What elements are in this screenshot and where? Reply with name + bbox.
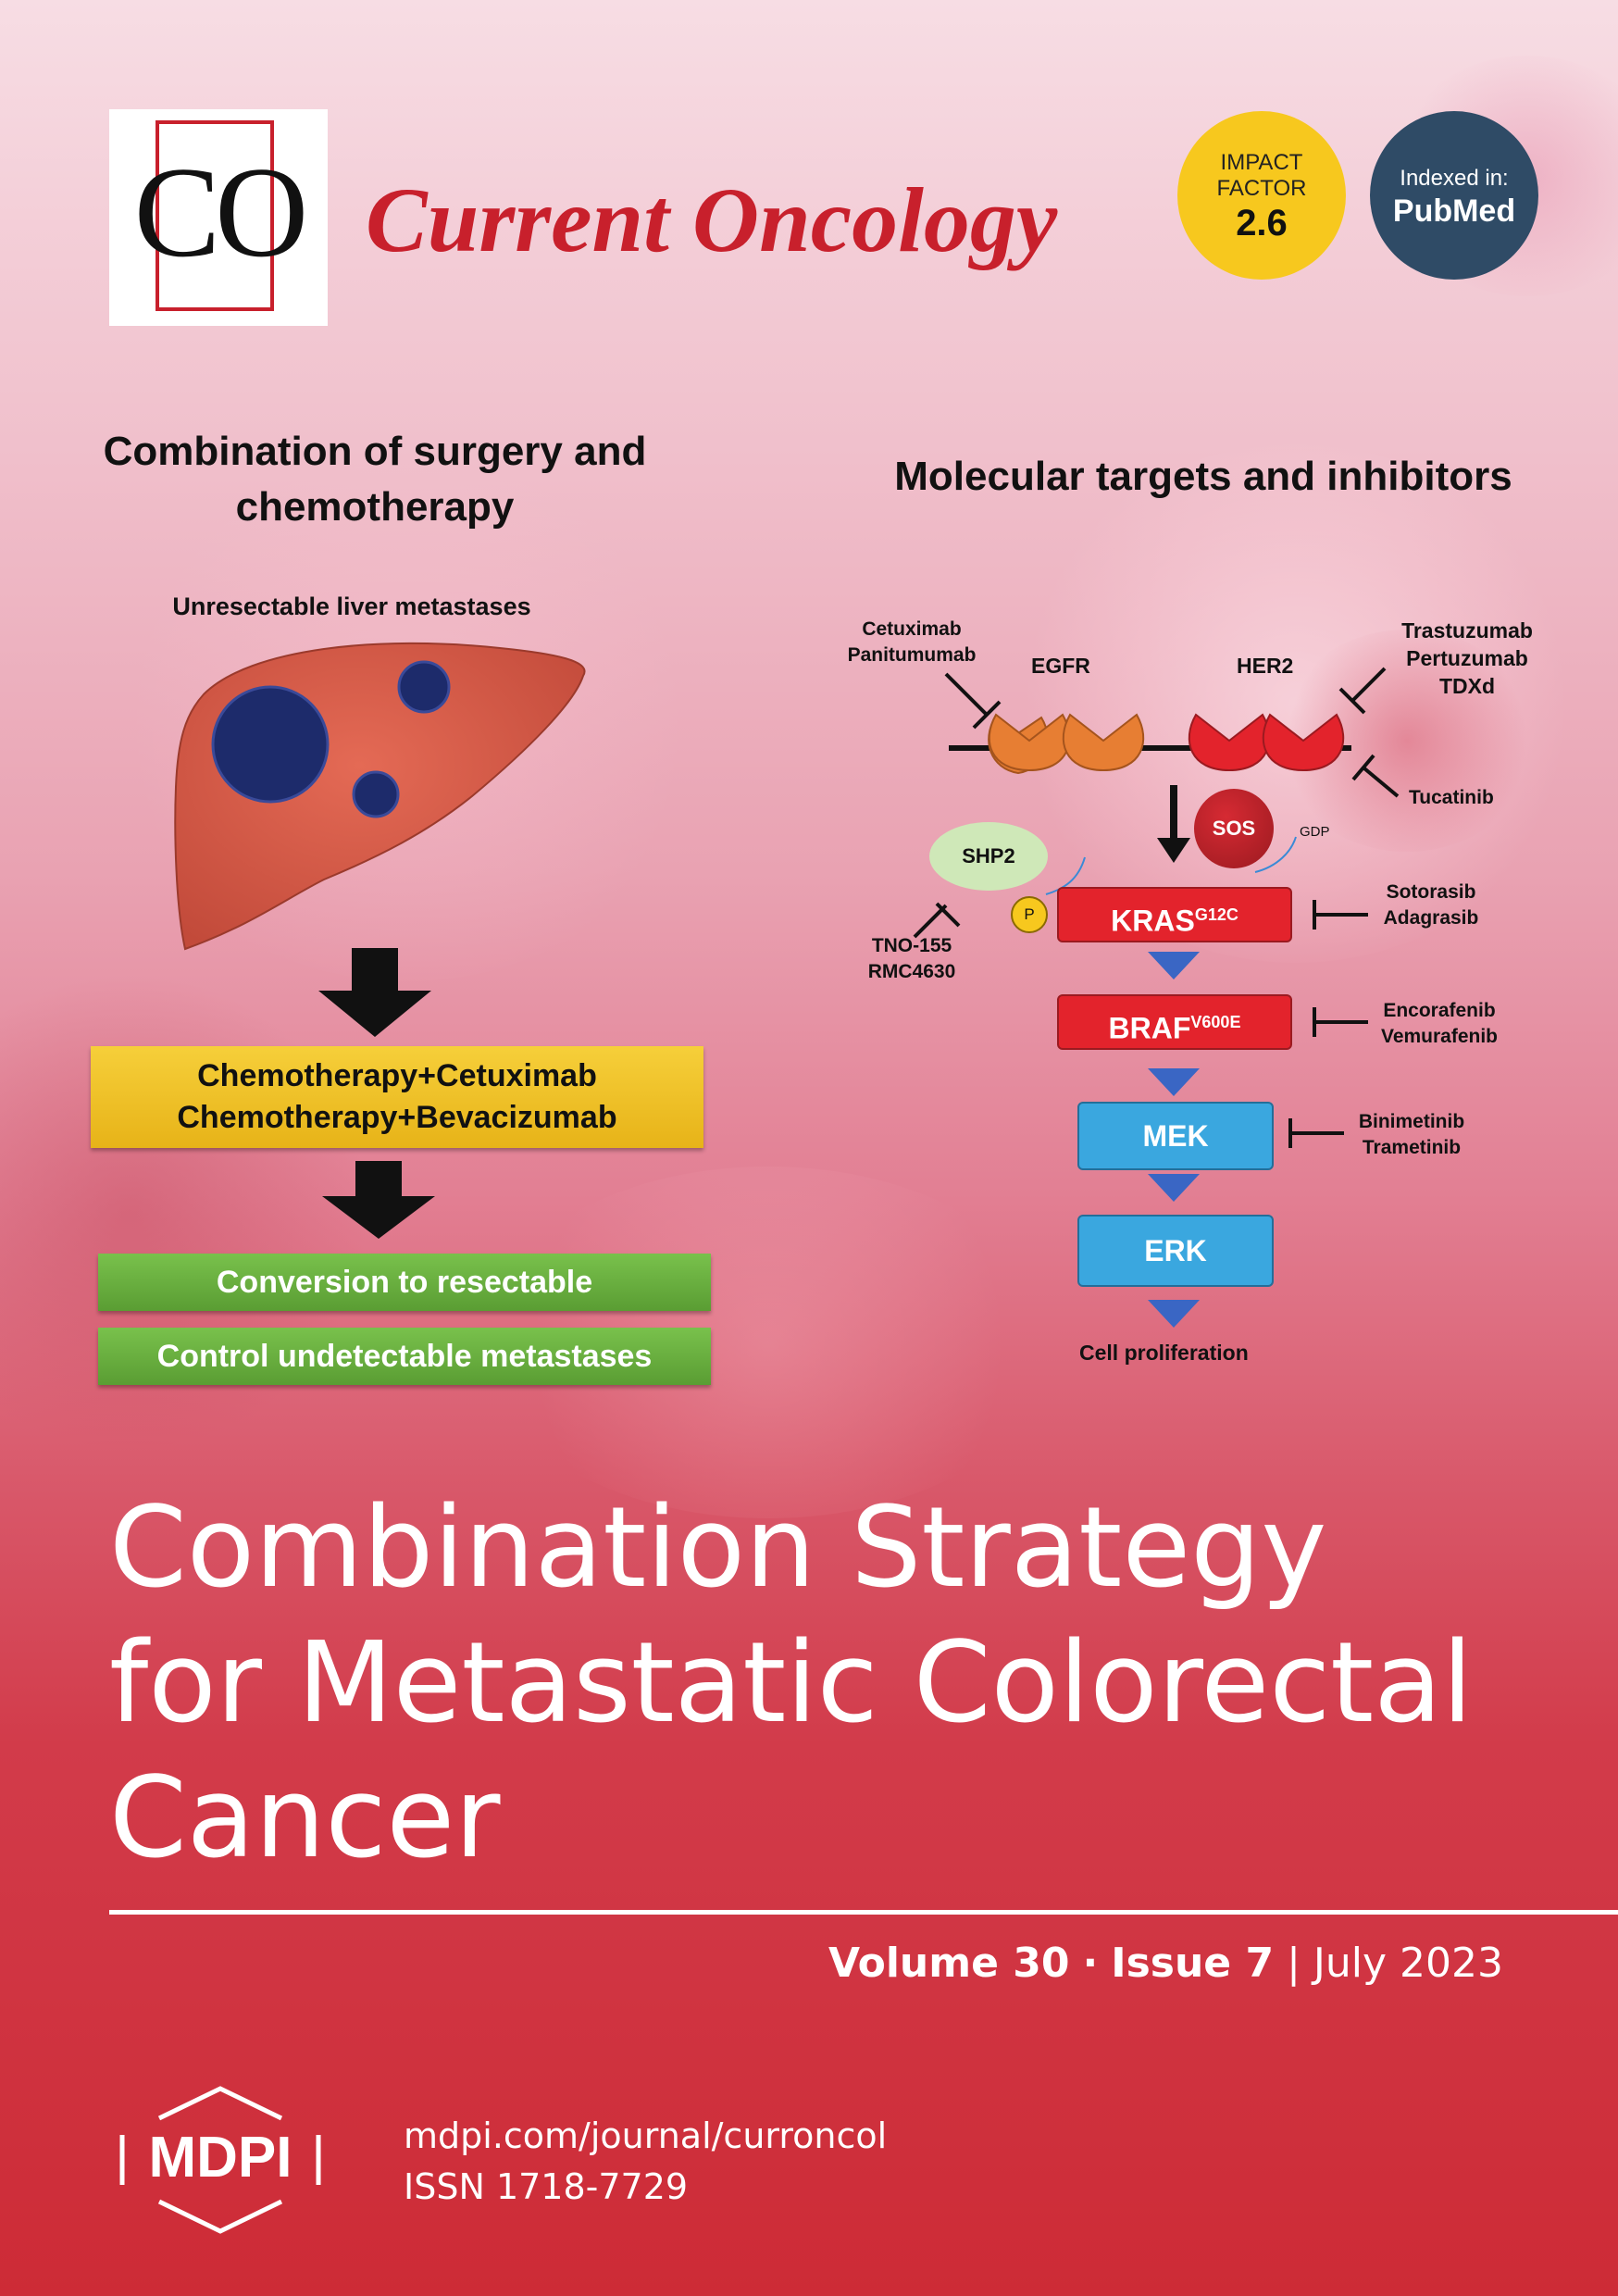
- shp2-node: SHP2: [929, 822, 1048, 891]
- pathway-lines: [913, 667, 1400, 1328]
- her2-inhibitor: TDXd: [1438, 674, 1496, 698]
- issue-bar: |: [1287, 1940, 1301, 1987]
- her2-inhibitor: Pertuzumab: [1406, 646, 1528, 670]
- kras-inhibitor: Sotorasib: [1386, 881, 1476, 903]
- mdpi-wordmark: MDPI: [148, 2126, 292, 2190]
- issue-number: Issue 7: [1111, 1940, 1275, 1987]
- braf-label: BRAF: [1108, 1011, 1191, 1045]
- egfr-receptor: [1062, 713, 1145, 772]
- cell-proliferation-label: Cell proliferation: [1079, 1341, 1249, 1365]
- liver-illustration: [174, 642, 586, 951]
- chemo-line1: Chemotherapy+Cetuximab: [197, 1058, 597, 1093]
- journal-logo-letters: CO: [133, 141, 308, 284]
- chemo-line2: Chemotherapy+Bevacizumab: [177, 1100, 617, 1135]
- phosphate-node: P: [1011, 896, 1048, 933]
- impact-label-1: IMPACT: [1220, 150, 1303, 175]
- braf-inhibitor: Vemurafenib: [1380, 1026, 1499, 1047]
- her2-inhibitor-list: Trastuzumab Pertuzumab TDXd: [1388, 617, 1546, 700]
- mdpi-logo: [119, 2086, 321, 2234]
- liver-label: Unresectable liver metastases: [172, 593, 531, 620]
- gdp-label: GDP: [1300, 824, 1330, 840]
- her2-inhibitor: Trastuzumab: [1401, 618, 1533, 643]
- cascade-arrow: [1148, 1174, 1200, 1202]
- braf-inhibitor-list: Encorafenib Vemurafenib: [1377, 998, 1501, 1050]
- journal-url[interactable]: mdpi.com/journal/curroncol: [404, 2115, 888, 2156]
- egfr-label: EGFR: [1031, 654, 1090, 678]
- shp2-inhibitor-list: TNO-155 RMC4630: [852, 933, 972, 985]
- indexed-badge: Indexed in: PubMed: [1370, 111, 1538, 280]
- issue-separator: ·: [1082, 1940, 1099, 1987]
- down-arrow-2: [322, 1161, 435, 1239]
- egfr-receptor: [988, 713, 1071, 772]
- kras-mutation: G12C: [1194, 905, 1238, 924]
- cascade-arrow: [1148, 1300, 1200, 1328]
- outcome-banner-1: Conversion to resectable: [98, 1254, 711, 1311]
- metastasis: [397, 660, 451, 714]
- impact-factor-badge: IMPACT FACTOR 2.6: [1177, 111, 1346, 280]
- indexed-db: PubMed: [1392, 193, 1516, 229]
- impact-value: 2.6: [1236, 203, 1288, 243]
- cascade-arrow: [1148, 952, 1200, 980]
- mek-inhibitor-list: Binimetinib Trametinib: [1351, 1109, 1472, 1161]
- egfr-inhibitor-list: Cetuximab Panitumumab: [833, 617, 990, 668]
- braf-inhibitor: Encorafenib: [1383, 1000, 1496, 1021]
- braf-node: BRAFV600E: [1057, 994, 1292, 1050]
- indexed-label: Indexed in:: [1400, 166, 1509, 191]
- shp2-inhibitor: RMC4630: [867, 961, 956, 982]
- her2-label: HER2: [1237, 654, 1294, 678]
- issue-info: Volume 30 · Issue 7 | July 2023: [828, 1940, 1503, 1987]
- metastasis: [211, 685, 330, 804]
- her2-receptor: [1188, 713, 1271, 772]
- sos-node: SOS: [1194, 789, 1274, 868]
- impact-label-2: FACTOR: [1216, 176, 1307, 201]
- erk-node: ERK: [1077, 1215, 1274, 1287]
- volume: Volume 30: [828, 1940, 1070, 1987]
- egfr-inhibitor: Panitumumab: [847, 644, 977, 666]
- braf-mutation: V600E: [1190, 1013, 1241, 1031]
- issue-date: July 2023: [1313, 1940, 1503, 1987]
- issn: ISSN 1718-7729: [404, 2166, 689, 2207]
- metastasis: [352, 770, 400, 818]
- outcome-banner-2: Control undetectable metastases: [98, 1328, 711, 1385]
- journal-logo-frame: [156, 120, 274, 311]
- right-heading: Molecular targets and inhibitors: [894, 454, 1512, 499]
- chemo-banner: Chemotherapy+Cetuximab Chemotherapy+Beva…: [91, 1046, 703, 1148]
- article-title-line2: for Metastatic Colorectal: [109, 1619, 1474, 1748]
- divider: [109, 1910, 1618, 1915]
- article-title: Combination Strategy for Metastatic Colo…: [109, 1481, 1473, 1887]
- kras-inhibitor: Adagrasib: [1383, 907, 1479, 929]
- mek-inhibitor: Trametinib: [1362, 1137, 1462, 1158]
- article-title-line3: Cancer: [109, 1754, 501, 1883]
- kras-inhibitor-list: Sotorasib Adagrasib: [1375, 880, 1487, 931]
- tucatinib-label: Tucatinib: [1409, 787, 1494, 808]
- mek-inhibitor: Binimetinib: [1358, 1111, 1465, 1132]
- left-heading: Combination of surgery and chemotherapy: [56, 424, 694, 535]
- mek-node: MEK: [1077, 1102, 1274, 1170]
- cascade-arrow: [1148, 1068, 1200, 1096]
- journal-name: Current Oncology: [366, 168, 1058, 271]
- journal-logo: [109, 109, 328, 326]
- shp2-inhibitor: TNO-155: [871, 935, 952, 956]
- left-heading-line2: chemotherapy: [235, 484, 515, 530]
- her2-receptor: [1262, 713, 1345, 772]
- kras-label: KRAS: [1111, 904, 1195, 938]
- down-arrow-1: [318, 948, 431, 1037]
- kras-node: KRASG12C: [1057, 887, 1292, 942]
- left-heading-line1: Combination of surgery and: [103, 429, 647, 474]
- article-title-line1: Combination Strategy: [109, 1484, 1327, 1613]
- egfr-inhibitor: Cetuximab: [862, 618, 962, 640]
